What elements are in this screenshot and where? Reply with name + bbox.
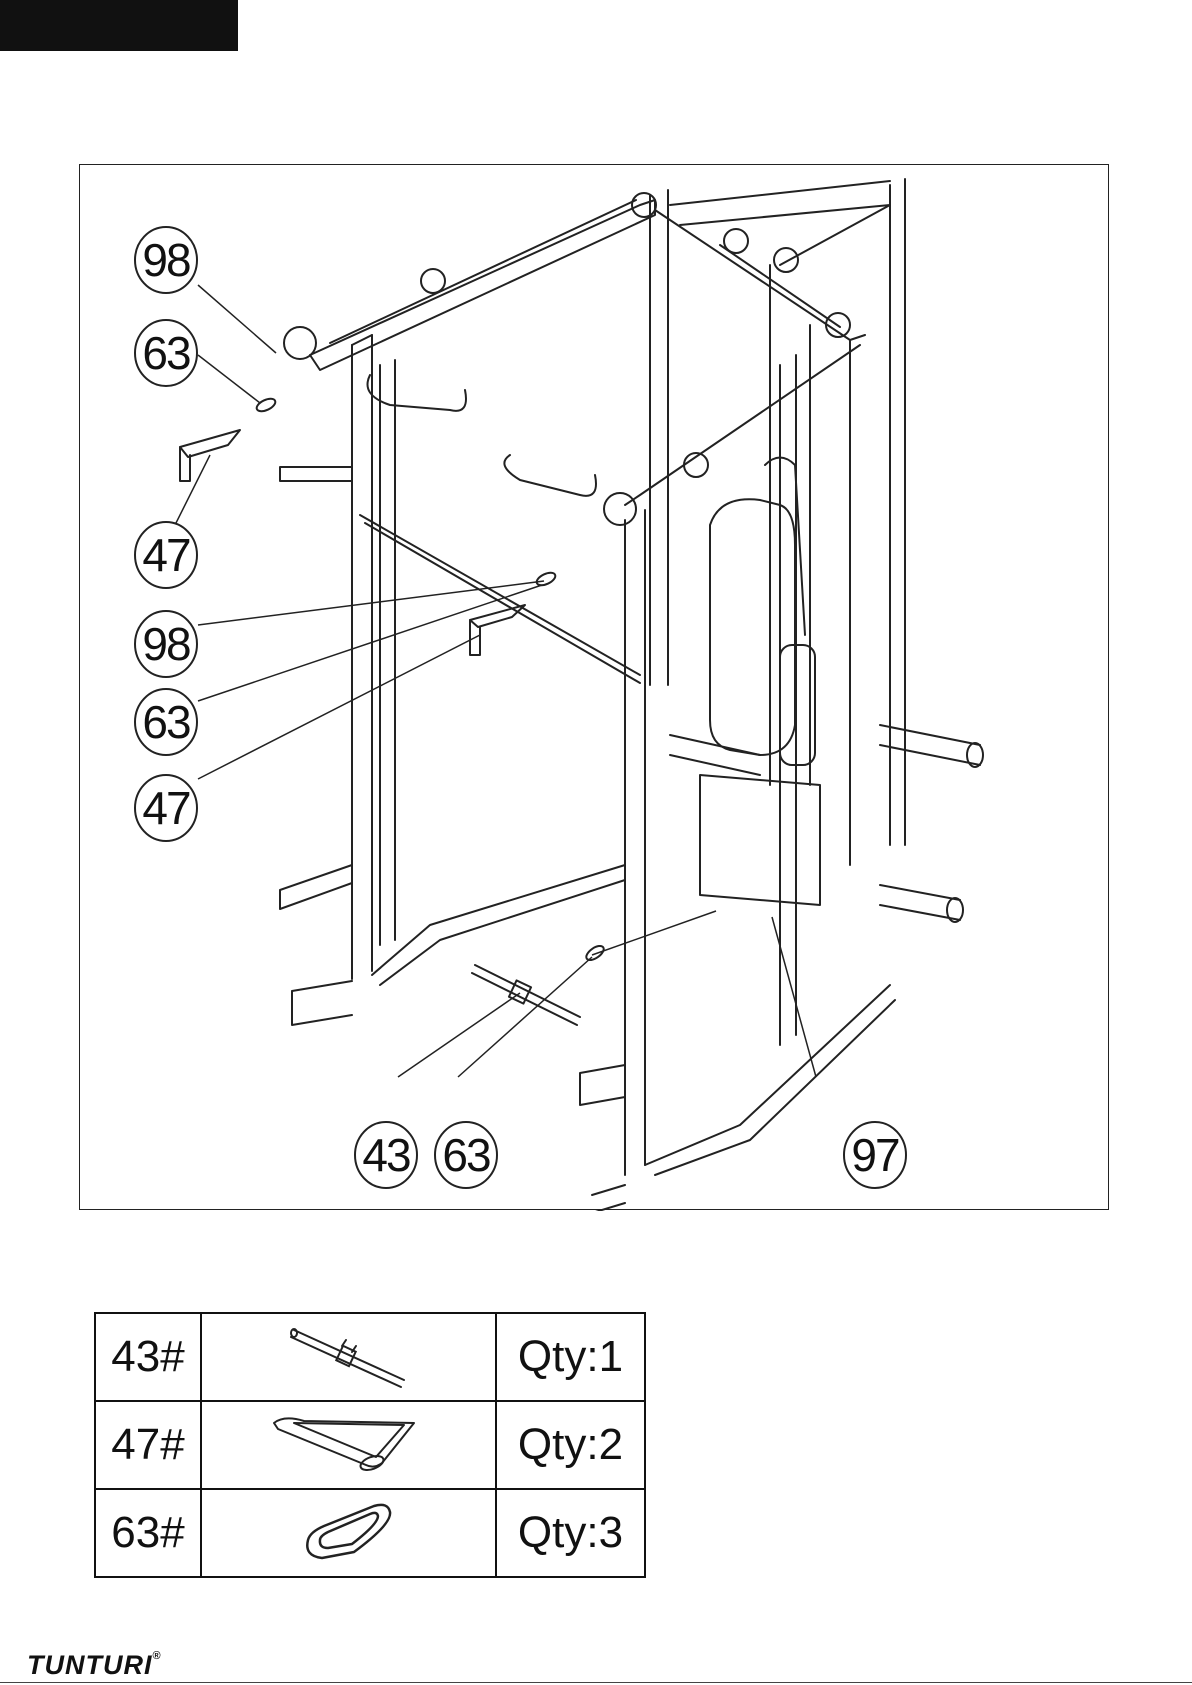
table-row: 47# Qty:2 — [95, 1401, 645, 1489]
callout-98-mid: 98 — [142, 618, 190, 670]
brand-name: TUNTURI — [27, 1650, 152, 1680]
callout-43-bottom: 43 — [362, 1129, 410, 1181]
part-number: 43# — [95, 1313, 201, 1401]
table-row: 63# Qty:3 — [95, 1489, 645, 1577]
registered-mark: ® — [152, 1650, 161, 1662]
callout-97-bottom: 97 — [851, 1129, 899, 1181]
smith-machine-drawing: 98 63 47 98 63 47 43 63 97 — [80, 165, 1110, 1211]
header-black-bar — [0, 0, 238, 51]
part-quantity: Qty:1 — [496, 1313, 645, 1401]
carabiner-clip-icon — [201, 1489, 496, 1577]
parts-list-table: 43# Qty:1 47# Qty:2 — [94, 1312, 646, 1578]
part-quantity: Qty:3 — [496, 1489, 645, 1577]
part-quantity: Qty:2 — [496, 1401, 645, 1489]
brand-logo: TUNTURI® — [27, 1650, 162, 1681]
callout-63-mid: 63 — [142, 696, 190, 748]
part-number: 47# — [95, 1401, 201, 1489]
handle-bar-icon — [201, 1313, 496, 1401]
callout-63-top: 63 — [142, 327, 190, 379]
callout-98-top: 98 — [142, 234, 190, 286]
triangle-handle-icon — [201, 1401, 496, 1489]
callout-47-top: 47 — [142, 529, 190, 581]
table-row: 43# Qty:1 — [95, 1313, 645, 1401]
assembly-diagram: 98 63 47 98 63 47 43 63 97 — [79, 164, 1109, 1210]
callout-47-mid: 47 — [142, 782, 190, 834]
part-number: 63# — [95, 1489, 201, 1577]
callout-63-bottom: 63 — [442, 1129, 490, 1181]
footer-divider — [0, 1682, 1192, 1683]
